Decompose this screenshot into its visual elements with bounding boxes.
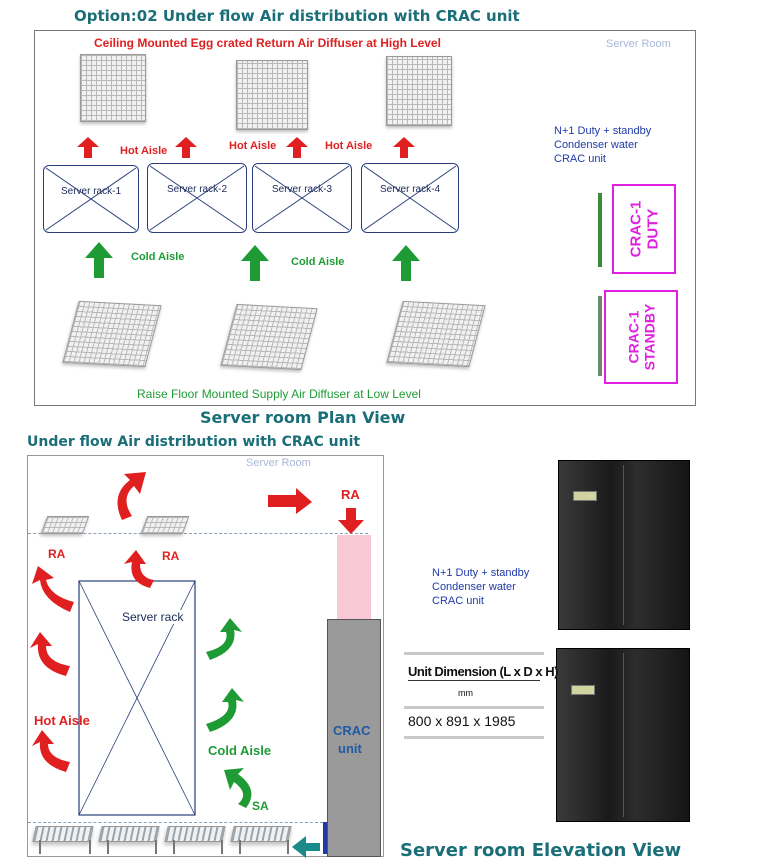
plan-room-label: Server Room	[606, 38, 671, 50]
cabinet-door-seam	[623, 653, 624, 817]
ra-label-top: RA	[341, 487, 360, 502]
dimension-bottom-rule	[404, 736, 544, 739]
server-rack-label: Server rack-3	[271, 184, 332, 195]
crac-note-line: Condenser water	[432, 581, 516, 593]
crac-unit-label-1: CRAC	[333, 723, 371, 738]
hot-curve-arrow-icon	[32, 566, 74, 612]
crac-cabinet-image-2	[556, 648, 690, 822]
hot-aisle-label-1: Hot Aisle	[120, 145, 168, 157]
elevation-view-title: Under flow Air distribution with CRAC un…	[27, 434, 361, 450]
hot-arrow-up-icon	[77, 137, 99, 158]
cabinet-door-seam	[623, 465, 624, 625]
plan-view-caption: Server room Plan View	[200, 408, 406, 427]
plan-crac-note: N+1 Duty + standby Condenser water CRAC …	[554, 124, 651, 166]
cold-aisle-elevation-label: Cold Aisle	[208, 743, 272, 758]
false-ceiling-line	[28, 533, 368, 534]
cold-curve-arrow-icon	[206, 618, 242, 660]
server-rack-2: Server rack-2	[147, 163, 247, 233]
server-rack-label: Server rack-1	[60, 186, 121, 197]
server-rack-label: Server rack-2	[166, 184, 227, 195]
floor-pedestals	[39, 840, 289, 854]
ra-label-center: RA	[162, 549, 180, 563]
cold-arrow-up-icon	[241, 245, 269, 281]
server-rack-label: Server rack-4	[379, 184, 440, 195]
cabinet-display-icon	[571, 685, 595, 695]
crac-standby-strip	[598, 296, 602, 376]
cold-curve-arrow-icon	[206, 688, 244, 732]
supply-arrow-left-icon	[292, 836, 320, 858]
ceiling-diffuser-1	[80, 54, 146, 122]
hot-curve-arrow-icon	[32, 730, 70, 772]
ceiling-diffuser-3	[386, 56, 452, 126]
hot-aisle-label-3: Hot Aisle	[325, 140, 373, 152]
hot-curve-arrow-icon	[117, 472, 146, 520]
plan-view-title: Option:02 Under flow Air distribution wi…	[74, 7, 520, 25]
plan-hot-arrows	[77, 137, 420, 281]
sa-label: SA	[252, 799, 269, 813]
cold-arrow-up-icon	[392, 245, 420, 281]
server-rack-4: Server rack-4	[361, 163, 459, 233]
ra-arrow-down-icon	[338, 508, 364, 534]
hot-arrow-up-icon	[286, 137, 308, 158]
crac-unit-label-2: unit	[338, 741, 362, 756]
floor-diffuser-label: Raise Floor Mounted Supply Air Diffuser …	[137, 387, 421, 401]
crac-supply-strip	[323, 822, 327, 854]
crac-note-line: CRAC unit	[432, 595, 484, 607]
crac-cabinet-image-1	[558, 460, 690, 630]
server-rack-1: Server rack-1	[43, 165, 139, 233]
server-rack-elevation-label: Server rack	[122, 610, 184, 624]
dimension-value: 800 x 891 x 1985	[408, 713, 516, 729]
hot-aisle-label-2: Hot Aisle	[229, 140, 277, 152]
crac-note-line: N+1 Duty + standby	[432, 567, 530, 579]
hot-arrow-up-icon	[175, 137, 197, 158]
crac-unit-elevation	[327, 619, 381, 857]
dimension-mid-rule	[404, 706, 544, 709]
dimension-unit: mm	[458, 688, 473, 698]
crac-note-line: CRAC unit	[554, 153, 606, 165]
elevation-view-caption: Server room Elevation View	[400, 840, 682, 861]
ra-label-left: RA	[48, 547, 66, 561]
crac-duty-strip	[598, 193, 602, 267]
hot-curve-arrow-icon	[124, 550, 154, 588]
cold-curve-arrow-icon	[224, 768, 252, 808]
return-air-duct	[337, 535, 371, 619]
server-rack-3: Server rack-3	[252, 163, 352, 233]
cold-aisle-label-2: Cold Aisle	[291, 256, 345, 268]
hot-arrow-up-icon	[393, 137, 415, 158]
crac-note-line: Condenser water	[554, 139, 638, 151]
hot-aisle-elevation-label: Hot Aisle	[34, 713, 90, 728]
dimension-title: Unit Dimension (L x D x H)	[408, 664, 559, 679]
hot-curve-arrow-icon	[30, 632, 70, 676]
ceiling-diffuser-label: Ceiling Mounted Egg crated Return Air Di…	[94, 36, 441, 50]
elevation-room-label: Server Room	[246, 457, 311, 469]
elevation-crac-note: N+1 Duty + standby Condenser water CRAC …	[432, 566, 529, 608]
crac-duty-box: CRAC-1 DUTY	[612, 184, 676, 274]
cold-arrow-up-icon	[85, 242, 113, 278]
raised-floor-line	[28, 822, 328, 823]
ceiling-diffuser-2	[236, 60, 308, 130]
cold-aisle-label-1: Cold Aisle	[131, 251, 185, 263]
cabinet-display-icon	[573, 491, 597, 501]
dimension-top-rule	[404, 652, 544, 655]
crac-note-line: N+1 Duty + standby	[554, 125, 652, 137]
ra-arrow-right-icon	[268, 488, 312, 514]
dimension-title-underline	[408, 680, 540, 681]
crac-standby-box: CRAC-1 STANDBY	[604, 290, 678, 384]
